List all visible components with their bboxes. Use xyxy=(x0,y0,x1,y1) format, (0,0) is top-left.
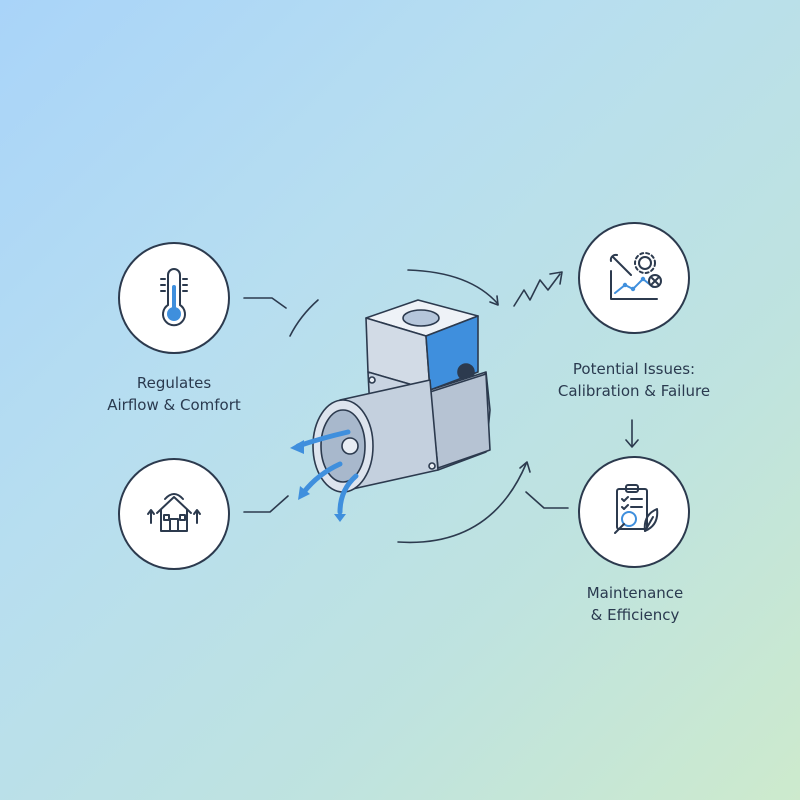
issues-label: Potential Issues: Calibration & Failure xyxy=(550,358,718,402)
arrow-to-center xyxy=(397,463,527,544)
regulates-label-line2: Airflow & Comfort xyxy=(107,396,241,414)
issues-label-line2: Calibration & Failure xyxy=(557,382,711,400)
maintenance-label-line2: & Efficiency xyxy=(590,606,680,624)
issues-label-line1: Potential Issues: xyxy=(572,360,696,378)
connector-regulates xyxy=(243,297,287,309)
maintenance-label-line1: Maintenance xyxy=(586,584,684,602)
arrow-to-issues xyxy=(407,269,499,305)
maintenance-label: Maintenance & Efficiency xyxy=(560,582,710,626)
thermometer-icon xyxy=(160,268,188,327)
clipboard-magnifier-leaf-icon xyxy=(614,484,659,534)
issues-node xyxy=(578,222,690,334)
home-node xyxy=(118,458,230,570)
airflow-arrow-2 xyxy=(301,461,343,495)
connector-home xyxy=(243,495,289,513)
house-airflow-icon xyxy=(147,493,201,532)
wrench-gear-chart-icon xyxy=(609,252,662,300)
airflow-arrow-3 xyxy=(337,473,359,515)
maintenance-node xyxy=(578,456,690,568)
connector-regulates-arc xyxy=(289,299,319,337)
regulates-label: Regulates Airflow & Comfort xyxy=(96,372,252,416)
regulates-node xyxy=(118,242,230,354)
zigzag-connector xyxy=(513,273,561,307)
connector-maintenance xyxy=(525,491,569,509)
regulates-label-line1: Regulates xyxy=(136,374,212,392)
